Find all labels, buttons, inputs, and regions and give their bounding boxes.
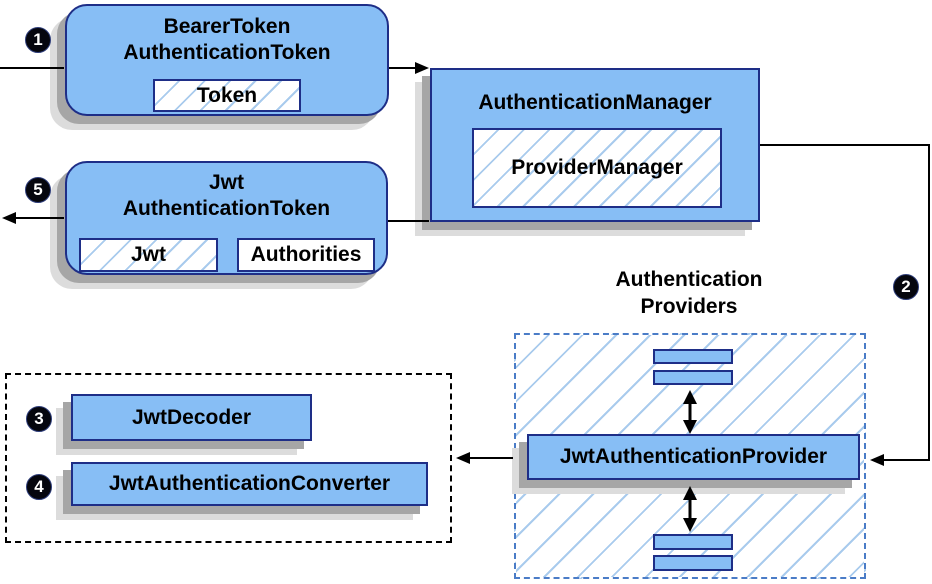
decoder-converter-area [5, 373, 452, 543]
authentication-providers-label-line1: Authentication [615, 268, 763, 291]
step-badge-3: 3 [26, 406, 52, 432]
provider-stub-bar-top-1 [653, 349, 733, 364]
authentication-manager-box: AuthenticationManager ProviderManager [430, 68, 760, 222]
jwt-authentication-converter-box: JwtAuthenticationConverter [71, 462, 428, 506]
bearer-token-box-title: BearerToken AuthenticationToken [67, 14, 387, 66]
jwt-token-out-arrow-icon [2, 212, 64, 224]
bearer-token-box-title-line2: AuthenticationToken [123, 41, 331, 64]
step-badge-2: 2 [893, 274, 919, 300]
step-badge-5: 5 [25, 177, 51, 203]
authentication-manager-title: AuthenticationManager [478, 91, 712, 114]
provider-stub-bar-top-2 [653, 370, 733, 385]
provider-stub-bar-bottom-2 [653, 555, 733, 571]
provider-manager-chip: ProviderManager [472, 128, 722, 208]
step-badge-1: 1 [25, 27, 51, 53]
bearer-token-box-title-line1: BearerToken [163, 15, 291, 38]
jwt-authentication-provider-box: JwtAuthenticationProvider [527, 434, 860, 480]
step-badge-4: 4 [26, 474, 52, 500]
jwt-decoder-box: JwtDecoder [71, 394, 312, 441]
provider-to-decoder-arrow-icon [456, 452, 513, 464]
token-chip: Token [153, 79, 301, 112]
jwt-token-box-title: Jwt AuthenticationToken [67, 170, 386, 222]
jwt-chip: Jwt [79, 238, 218, 272]
authentication-providers-label: Authentication Providers [564, 266, 814, 320]
jwt-token-box-title-line2: AuthenticationToken [122, 197, 331, 220]
jwt-token-box-title-line1: Jwt [208, 171, 244, 194]
bearer-to-manager-arrow-icon [389, 62, 429, 74]
bearer-token-authentication-token-box: BearerToken AuthenticationToken Token [65, 4, 389, 116]
jwt-authentication-token-box: Jwt AuthenticationToken Jwt Authorities [65, 161, 388, 275]
authorities-chip: Authorities [237, 238, 375, 272]
provider-stub-bar-bottom-1 [653, 534, 733, 550]
authentication-providers-label-line2: Providers [640, 295, 738, 318]
